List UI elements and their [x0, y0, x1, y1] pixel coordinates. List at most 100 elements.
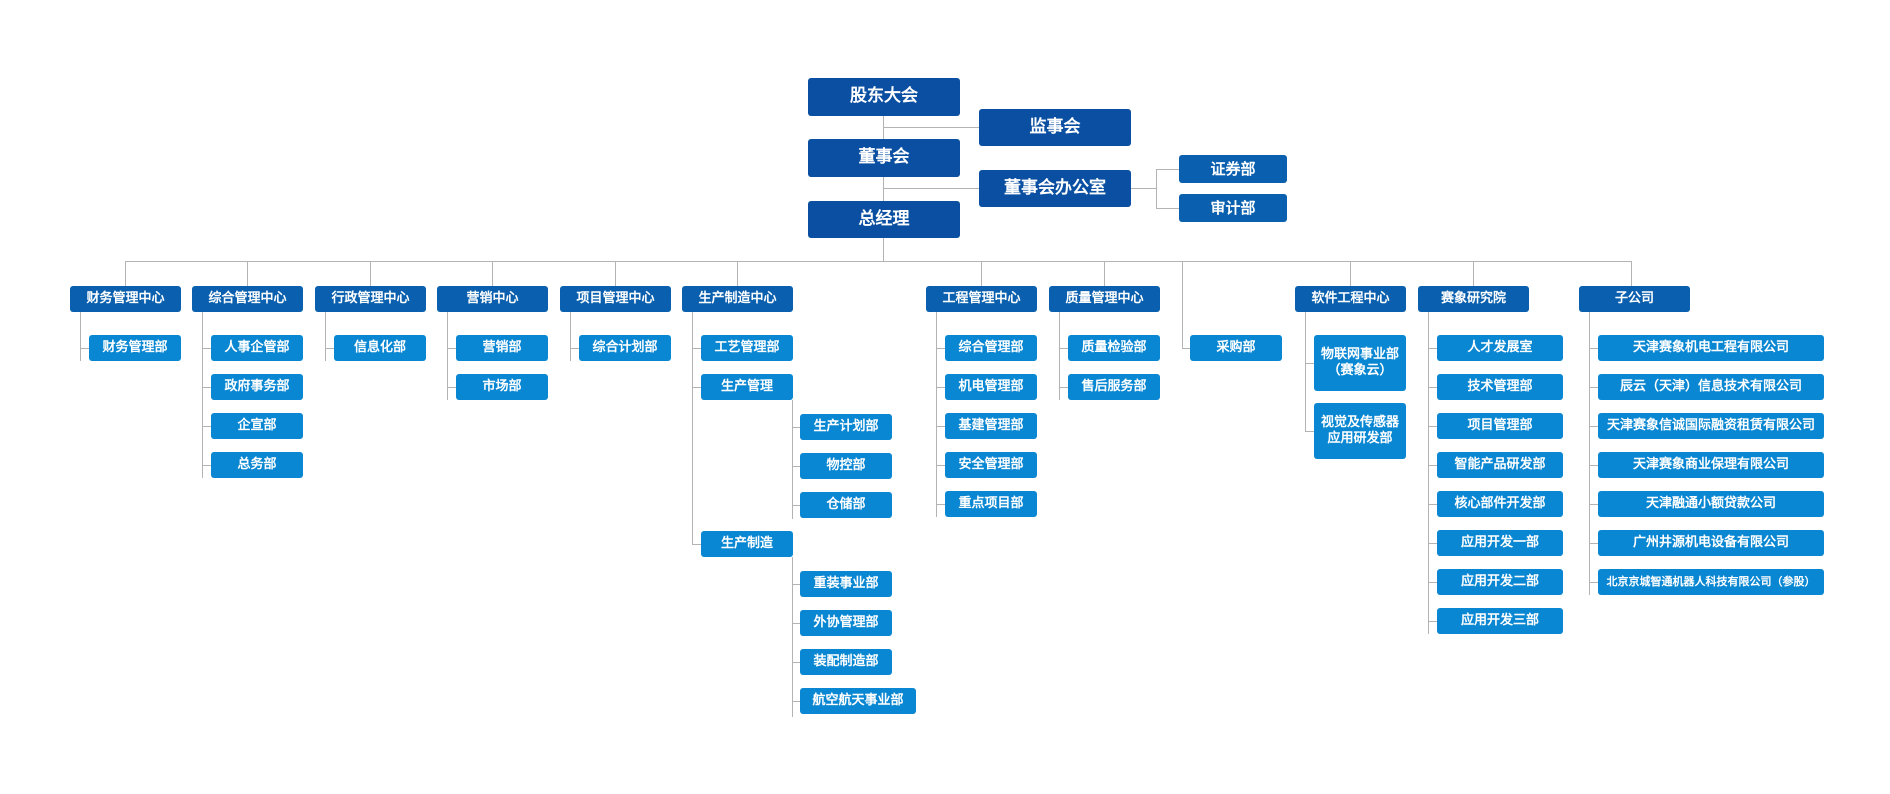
dept-11-3-label: 天津赛象商业保理有限公司 — [1632, 456, 1789, 472]
center-3[interactable]: 营销中心 — [437, 286, 548, 312]
center-9[interactable]: 软件工程中心 — [1295, 286, 1406, 312]
center-6[interactable]: 工程管理中心 — [926, 286, 1037, 312]
center-7[interactable]: 质量管理中心 — [1049, 286, 1160, 312]
dept-pmf-0-label: 重装事业部 — [813, 575, 879, 591]
connector — [737, 261, 738, 286]
connector — [570, 348, 579, 349]
connector — [202, 348, 211, 349]
dept-1-0-label: 人事企管部 — [224, 339, 290, 355]
dept-pmf-2[interactable]: 装配制造部 — [800, 649, 892, 675]
connector — [80, 312, 81, 361]
dept-10-0[interactable]: 人才发展室 — [1437, 335, 1563, 361]
dept-2-0[interactable]: 信息化部 — [334, 335, 426, 361]
dept-11-2[interactable]: 天津赛象信诚国际融资租赁有限公司 — [1598, 413, 1824, 439]
node-purchasing-label: 采购部 — [1216, 339, 1256, 355]
dept-11-6[interactable]: 北京京城智通机器人科技有限公司（参股） — [1598, 569, 1824, 595]
connector-bus — [125, 261, 1631, 262]
node-supervisors[interactable]: 监事会 — [979, 109, 1131, 146]
node-purchasing[interactable]: 采购部 — [1190, 335, 1282, 361]
connector — [1059, 312, 1060, 400]
dept-11-0[interactable]: 天津赛象机电工程有限公司 — [1598, 335, 1824, 361]
connector — [202, 312, 203, 478]
dept-pm-1[interactable]: 物控部 — [800, 453, 892, 479]
dept-software-0[interactable]: 物联网事业部 （赛象云） — [1314, 335, 1406, 391]
dept-6-1[interactable]: 机电管理部 — [945, 374, 1037, 400]
node-shareholders[interactable]: 股东大会 — [808, 78, 960, 116]
node-board[interactable]: 董事会 — [808, 139, 960, 177]
connector — [202, 426, 211, 427]
dept-1-1[interactable]: 政府事务部 — [211, 374, 303, 400]
dept-11-3[interactable]: 天津赛象商业保理有限公司 — [1598, 452, 1824, 478]
connector — [692, 312, 693, 544]
center-10-label: 赛象研究院 — [1440, 290, 1506, 306]
connector — [1059, 348, 1068, 349]
dept-pm-0[interactable]: 生产计划部 — [800, 414, 892, 440]
dept-6-2[interactable]: 基建管理部 — [945, 413, 1037, 439]
dept-pmf-3[interactable]: 航空航天事业部 — [800, 688, 916, 714]
dept-0-0[interactable]: 财务管理部 — [89, 335, 181, 361]
dept-pmf-1[interactable]: 外协管理部 — [800, 610, 892, 636]
dept-6-3[interactable]: 安全管理部 — [945, 452, 1037, 478]
center-4[interactable]: 项目管理中心 — [560, 286, 671, 312]
dept-10-7[interactable]: 应用开发三部 — [1437, 608, 1563, 634]
dept-10-5[interactable]: 应用开发一部 — [1437, 530, 1563, 556]
dept-3-1[interactable]: 市场部 — [456, 374, 548, 400]
dept-10-7-label: 应用开发三部 — [1460, 612, 1539, 628]
dept-1-2-label: 企宣部 — [237, 417, 277, 433]
connector — [1131, 188, 1156, 189]
connector — [1428, 348, 1437, 349]
center-4-label: 项目管理中心 — [576, 290, 655, 306]
dept-1-2[interactable]: 企宣部 — [211, 413, 303, 439]
dept-11-5[interactable]: 广州井源机电设备有限公司 — [1598, 530, 1824, 556]
dept-software-1[interactable]: 视觉及传感器 应用研发部 — [1314, 403, 1406, 459]
connector — [447, 312, 448, 400]
dept-10-2[interactable]: 项目管理部 — [1437, 413, 1563, 439]
dept-10-3[interactable]: 智能产品研发部 — [1437, 452, 1563, 478]
dept-10-6[interactable]: 应用开发二部 — [1437, 569, 1563, 595]
dept-6-0[interactable]: 综合管理部 — [945, 335, 1037, 361]
connector — [792, 584, 800, 585]
center-1[interactable]: 综合管理中心 — [192, 286, 303, 312]
connector — [883, 238, 884, 261]
dept-1-1-label: 政府事务部 — [224, 378, 290, 394]
connector — [936, 465, 945, 466]
node-board-office[interactable]: 董事会办公室 — [979, 170, 1131, 207]
dept-1-3[interactable]: 总务部 — [211, 452, 303, 478]
dept-11-5-label: 广州井源机电设备有限公司 — [1632, 534, 1789, 550]
connector — [1428, 582, 1437, 583]
center-10[interactable]: 赛象研究院 — [1418, 286, 1529, 312]
dept-pmf-2-label: 装配制造部 — [813, 653, 879, 669]
dept-production-0-label: 工艺管理部 — [714, 339, 780, 355]
dept-11-1[interactable]: 辰云（天津）信息技术有限公司 — [1598, 374, 1824, 400]
connector — [325, 312, 326, 361]
dept-7-0-label: 质量检验部 — [1081, 339, 1147, 355]
dept-10-4[interactable]: 核心部件开发部 — [1437, 491, 1563, 517]
node-securities[interactable]: 证券部 — [1179, 155, 1287, 183]
dept-7-0[interactable]: 质量检验部 — [1068, 335, 1160, 361]
dept-pm-2[interactable]: 仓储部 — [800, 492, 892, 518]
dept-production-0[interactable]: 工艺管理部 — [701, 335, 793, 361]
dept-3-0[interactable]: 营销部 — [456, 335, 548, 361]
dept-4-0[interactable]: 综合计划部 — [579, 335, 671, 361]
dept-2-0-label: 信息化部 — [353, 339, 406, 355]
connector — [1156, 169, 1157, 208]
dept-10-1[interactable]: 技术管理部 — [1437, 374, 1563, 400]
dept-6-1-label: 机电管理部 — [958, 378, 1024, 394]
dept-7-1-label: 售后服务部 — [1081, 378, 1147, 394]
dept-11-4-label: 天津融通小额贷款公司 — [1645, 495, 1776, 511]
dept-6-4[interactable]: 重点项目部 — [945, 491, 1037, 517]
center-5[interactable]: 生产制造中心 — [682, 286, 793, 312]
dept-production-2[interactable]: 生产制造 — [701, 531, 793, 557]
dept-1-0[interactable]: 人事企管部 — [211, 335, 303, 361]
dept-production-1[interactable]: 生产管理 — [701, 374, 793, 400]
dept-pmf-0[interactable]: 重装事业部 — [800, 571, 892, 597]
center-2[interactable]: 行政管理中心 — [315, 286, 426, 312]
node-general-manager[interactable]: 总经理 — [808, 201, 960, 238]
node-audit[interactable]: 审计部 — [1179, 194, 1287, 222]
dept-7-1[interactable]: 售后服务部 — [1068, 374, 1160, 400]
center-0[interactable]: 财务管理中心 — [70, 286, 181, 312]
dept-11-4[interactable]: 天津融通小额贷款公司 — [1598, 491, 1824, 517]
center-11[interactable]: 子公司 — [1579, 286, 1690, 312]
connector — [1428, 621, 1437, 622]
center-11-label: 子公司 — [1614, 290, 1654, 306]
